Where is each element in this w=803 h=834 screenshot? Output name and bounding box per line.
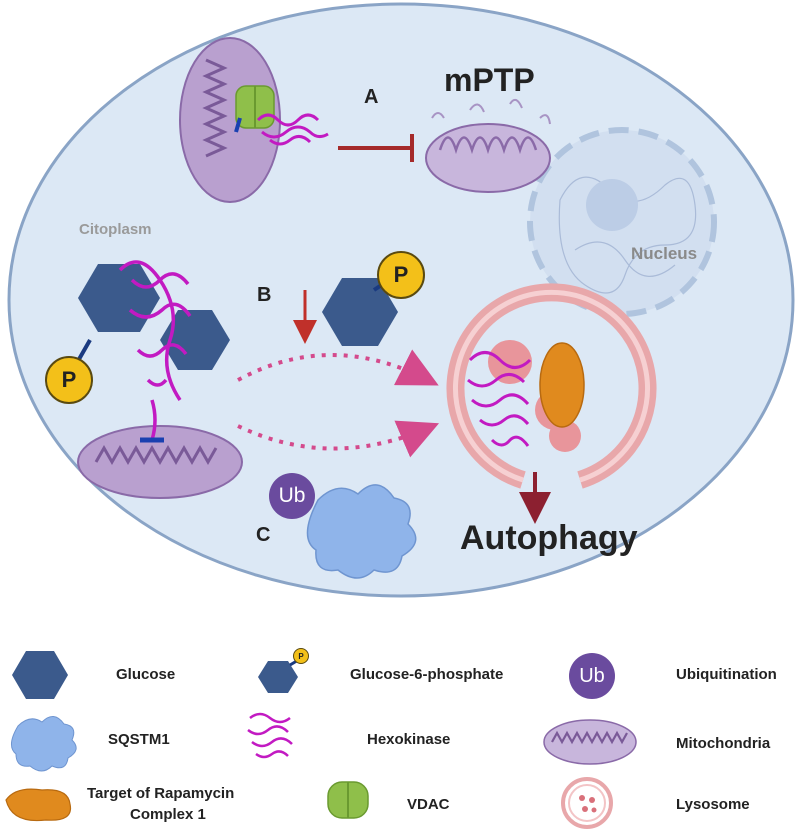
- legend-mitochondria-label: Mitochondria: [676, 735, 771, 752]
- legend-glucose-label: Glucose: [116, 666, 176, 683]
- legend-sqstm1-icon: [11, 716, 77, 772]
- legend-vdac-label: VDAC: [407, 796, 450, 813]
- phosphate-b-icon: P: [377, 251, 425, 299]
- nucleus: [527, 127, 717, 317]
- mitochondria-bottom-left: [77, 425, 243, 499]
- legend-g6p-phosphate-text: P: [298, 651, 304, 661]
- legend-ubiquitin-text: Ub: [579, 664, 605, 687]
- ubiquitin-label: Ub: [278, 484, 306, 507]
- label-mptp: mPTP: [444, 62, 535, 98]
- legend-mtorc1-icon: [5, 788, 72, 822]
- g6p-hexagon: [322, 278, 398, 346]
- label-a: A: [364, 86, 379, 108]
- hexokinase-left: [118, 260, 192, 443]
- label-autophagy: Autophagy: [460, 519, 638, 557]
- legend-hexokinase-label: Hexokinase: [367, 731, 451, 748]
- legend-ubiquitination-label: Ubiquitination: [676, 666, 777, 683]
- legend-g6p-label: Glucose-6-phosphate: [350, 666, 504, 683]
- legend-sqstm1-label: SQSTM1: [108, 731, 170, 748]
- legend-hexokinase-icon: [247, 712, 293, 759]
- legend-ubiquitin-icon: Ub: [569, 653, 615, 699]
- legend-glucose-icon: [12, 651, 68, 699]
- hexokinase-top: [234, 113, 329, 146]
- label-c: C: [256, 524, 271, 546]
- sqstm1-cluster: [306, 484, 417, 579]
- phosphate-b-label: P: [393, 262, 409, 287]
- legend-lysosome-icon: [561, 777, 613, 829]
- mitochondria-top: [179, 37, 281, 203]
- inhibition-arrow: [338, 134, 414, 162]
- legend-vdac-icon: [327, 781, 369, 819]
- legend-g6p-phosphate-icon: P: [293, 648, 309, 664]
- label-citoplasm: Citoplasm: [79, 221, 152, 238]
- legend-mtorc1-label-line1: Target of Rapamycin: [87, 785, 235, 802]
- legend-g6p-hexagon: [258, 661, 298, 693]
- label-b: B: [257, 284, 272, 306]
- phosphate-left-icon: P: [45, 356, 93, 404]
- autophagosome: [446, 283, 657, 489]
- ubiquitin-icon: Ub: [269, 473, 315, 519]
- dotted-arrow-bottom: [237, 420, 440, 458]
- dotted-arrow-top: [237, 349, 439, 386]
- phosphate-left-label: P: [61, 367, 77, 392]
- legend-lysosome-label: Lysosome: [676, 796, 750, 813]
- damaged-mitochondria: [425, 98, 551, 193]
- glucose-hexagon-right: [160, 310, 230, 370]
- legend-mitochondria-icon: [543, 719, 637, 765]
- legend-mtorc1-label-line2: Complex 1: [130, 806, 206, 823]
- vdac-channel: [235, 85, 275, 129]
- label-nucleus: Nucleus: [631, 244, 698, 263]
